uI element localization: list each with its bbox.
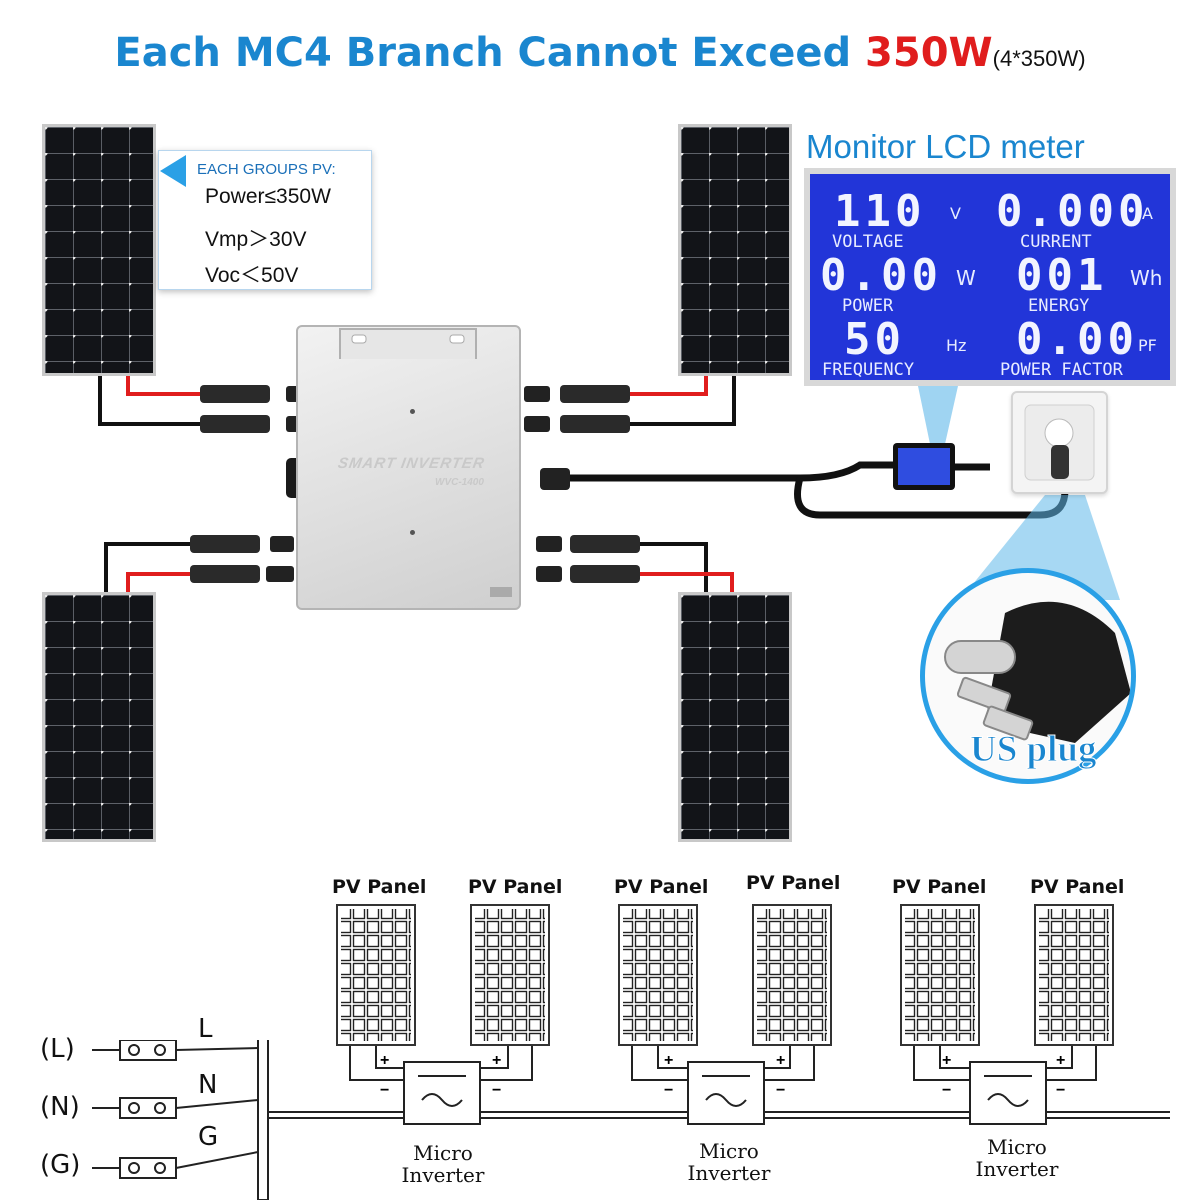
lcd-title: Monitor LCD meter: [806, 128, 1085, 165]
voltage-value: 110: [834, 186, 926, 237]
pv-panel-label: PV Panel: [468, 876, 563, 898]
plus-sign: +: [942, 1052, 952, 1069]
power-factor-value: 0.00: [1016, 314, 1138, 365]
pv-panel-label: PV Panel: [332, 876, 427, 898]
wall-outlet-icon: [1011, 391, 1108, 494]
power-value: 0.00: [820, 250, 942, 301]
pv-panel-schematic: [336, 904, 416, 1046]
pv-panel-schematic: [470, 904, 550, 1046]
spec-voc: Voc＜50V: [205, 264, 299, 287]
plug-icon: [944, 601, 1131, 743]
minus-sign: −: [492, 1082, 502, 1099]
current-label: CURRENT: [1020, 232, 1092, 252]
screw-icon: [410, 530, 415, 535]
current-value: 0.000: [996, 186, 1149, 237]
label-line-1: Micro: [987, 1135, 1047, 1159]
minus-sign: −: [380, 1082, 390, 1099]
terminal-block-icon: [119, 1040, 177, 1179]
solar-panel-bottom-left: [42, 592, 156, 842]
label-line-2: Inverter: [401, 1163, 485, 1187]
inverter-brand-text: SMART INVERTER: [336, 455, 487, 472]
minus-sign: −: [942, 1082, 952, 1099]
power-label: POWER: [842, 296, 894, 316]
mc4-connector-icon: [190, 385, 640, 583]
energy-unit: Wh: [1130, 266, 1163, 290]
energy-value: 001: [1016, 250, 1108, 301]
plus-sign: +: [380, 1052, 390, 1069]
spec-vmp: Vmp＞30V: [205, 228, 307, 251]
spec-heading: EACH GROUPS PV:: [197, 161, 336, 178]
frequency-unit: Hz: [946, 336, 967, 355]
pv-panel-label: PV Panel: [1030, 876, 1125, 898]
page-title: Each MC4 Branch Cannot Exceed 350W(4*350…: [0, 30, 1200, 76]
voltage-unit: V: [950, 204, 961, 223]
plus-sign: +: [1056, 1052, 1066, 1069]
wire-label-l: L: [198, 1014, 213, 1044]
lcd-meter-screen: 110 V VOLTAGE 0.000 A CURRENT 0.00 W POW…: [804, 168, 1176, 386]
micro-inverter-icon: [403, 1061, 1047, 1125]
label-line-1: Micro: [413, 1141, 473, 1165]
energy-label: ENERGY: [1028, 296, 1090, 316]
label-line-1: Micro: [699, 1139, 759, 1163]
solar-panel-top-right: [678, 124, 792, 376]
minus-sign: −: [664, 1082, 674, 1099]
plus-sign: +: [492, 1052, 502, 1069]
frequency-value: 50: [844, 314, 905, 365]
pv-panel-label: PV Panel: [614, 876, 709, 898]
vent-icon: [490, 587, 512, 597]
pv-panel-schematic: [900, 904, 980, 1046]
power-factor-unit: PF: [1138, 336, 1157, 355]
label-line-2: Inverter: [975, 1157, 1059, 1181]
micro-inverter-device: SMART INVERTER WVC-1400: [296, 325, 521, 610]
minus-sign: −: [776, 1082, 786, 1099]
title-main-text: Each MC4 Branch Cannot Exceed: [114, 30, 866, 76]
us-plug-label: US plug: [969, 729, 1097, 771]
ac-bus-schematic: [92, 1040, 1170, 1200]
lcd-meter-device: [893, 443, 955, 490]
wire-label-n: N: [198, 1070, 218, 1100]
line-tag-g: (G): [40, 1150, 81, 1180]
pv-panel-schematic: [752, 904, 832, 1046]
minus-sign: −: [1056, 1082, 1066, 1099]
line-tag-l: (L): [40, 1034, 75, 1064]
title-sub-text: (4*350W): [992, 46, 1086, 71]
solar-panel-top-left: [42, 124, 156, 376]
solar-panel-bottom-right: [678, 592, 792, 842]
wire-label-g: G: [198, 1122, 219, 1152]
pv-panel-schematic: [618, 904, 698, 1046]
frequency-label: FREQUENCY: [822, 360, 915, 380]
label-line-2: Inverter: [687, 1161, 771, 1185]
screw-icon: [410, 409, 415, 414]
spec-pointer-icon: [160, 155, 186, 187]
voltage-label: VOLTAGE: [832, 232, 904, 252]
pv-panel-schematic: [1034, 904, 1114, 1046]
power-unit: W: [956, 266, 976, 290]
pv-panel-label: PV Panel: [746, 872, 841, 894]
inverter-model-text: WVC-1400: [435, 477, 484, 488]
power-factor-label: POWER FACTOR: [1000, 360, 1123, 380]
pv-panel-label: PV Panel: [892, 876, 987, 898]
spec-power: Power≤350W: [205, 185, 331, 208]
us-plug-closeup: [920, 568, 1136, 784]
title-highlight-text: 350W: [865, 30, 993, 76]
pv-spec-box: EACH GROUPS PV: Power≤350W Vmp＞30V Voc＜5…: [158, 150, 372, 290]
plus-sign: +: [664, 1052, 674, 1069]
current-unit: A: [1142, 204, 1153, 223]
plus-sign: +: [776, 1052, 786, 1069]
line-tag-n: (N): [40, 1092, 80, 1122]
mounting-bracket-icon: [339, 328, 477, 359]
